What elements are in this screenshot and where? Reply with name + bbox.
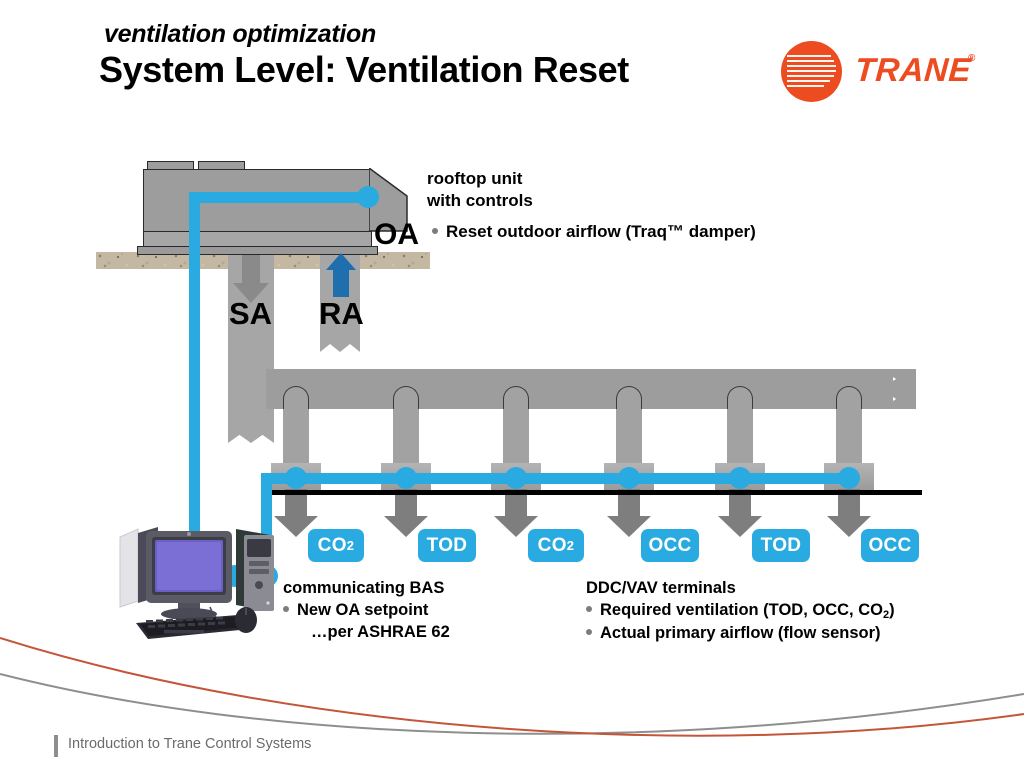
ddc-bullet-1-post: ) — [889, 600, 895, 619]
bas-notes-column: communicating BAS New OA setpoint …per A… — [283, 578, 450, 644]
oa-reset-callout: Reset outdoor airflow (Traq™ damper) — [432, 222, 756, 242]
ddc-bullet-2-text: Actual primary airflow (flow sensor) — [600, 623, 881, 642]
trane-logo-mark — [781, 41, 842, 102]
vav-inlet-duct — [283, 409, 309, 469]
control-node-vav — [729, 467, 751, 489]
communication-bus-line — [270, 490, 922, 495]
terminal-badge-label: TOD — [426, 534, 468, 556]
outdoor-air-label: OA — [374, 218, 419, 251]
return-air-arrow-icon — [326, 253, 356, 297]
control-wire-bus-run — [261, 473, 856, 484]
control-node-vav — [395, 467, 417, 489]
ddc-bullet-1-sub: 2 — [882, 608, 890, 621]
terminal-badge[interactable]: TOD — [418, 529, 476, 562]
terminal-badge-subscript: 2 — [346, 538, 355, 553]
registered-trademark-icon: ® — [968, 53, 976, 64]
bas-heading: communicating BAS — [283, 579, 445, 597]
bas-workstation-icon — [119, 527, 274, 639]
terminal-badge[interactable]: OCC — [641, 529, 699, 562]
footer-accent-bar — [54, 735, 58, 757]
bullet-icon — [283, 606, 289, 613]
rooftop-unit-curb — [137, 246, 378, 255]
ddc-bullet-1: Required ventilation (TOD, OCC, CO2) — [586, 600, 895, 623]
bas-bullet-1-continuation: …per ASHRAE 62 — [311, 622, 450, 641]
discharge-air-arrow-icon — [494, 489, 538, 537]
bas-bullet-1-text: New OA setpoint — [297, 600, 429, 619]
slide-kicker: ventilation optimization — [104, 20, 376, 48]
oa-reset-text: Reset outdoor airflow (Traq™ damper) — [446, 222, 756, 241]
terminal-badge-label: OCC — [648, 534, 692, 556]
control-node-vav — [285, 467, 307, 489]
control-node-vav — [618, 467, 640, 489]
vav-inlet-duct — [393, 409, 419, 469]
terminal-badge-label: CO — [537, 534, 567, 556]
discharge-air-arrow-icon — [607, 489, 651, 537]
rtu-top-hump-left — [147, 161, 194, 171]
supply-air-duct-break — [228, 425, 274, 443]
rtu-callout-line-1: rooftop unit — [427, 169, 523, 188]
return-air-label: RA — [319, 296, 364, 331]
vav-inlet-duct — [727, 409, 753, 469]
main-supply-duct — [266, 369, 893, 409]
vav-inlet-duct — [503, 409, 529, 469]
discharge-air-arrow-icon — [384, 489, 428, 537]
ddc-bullet-2: Actual primary airflow (flow sensor) — [586, 623, 895, 645]
terminal-badge[interactable]: TOD — [752, 529, 810, 562]
bullet-icon — [586, 606, 592, 613]
trane-logo-wordmark: TRANE — [853, 51, 973, 88]
rtu-top-hump-right — [198, 161, 245, 171]
terminal-badge-label: TOD — [760, 534, 802, 556]
bullet-icon — [432, 228, 438, 235]
discharge-air-arrow-icon — [827, 489, 871, 537]
discharge-air-arrow-icon — [274, 489, 318, 537]
vav-inlet-duct — [836, 409, 862, 469]
ddc-heading: DDC/VAV terminals — [586, 579, 736, 597]
control-node-vav — [838, 467, 860, 489]
supply-air-label: SA — [229, 296, 273, 331]
control-wire-bas-riser — [261, 473, 272, 582]
control-wire-rtu-drop — [189, 192, 200, 582]
rtu-callout: rooftop unit with controls — [427, 168, 533, 212]
oa-hood-icon — [369, 168, 408, 232]
discharge-air-arrow-icon — [718, 489, 762, 537]
decorative-swoosh — [0, 637, 1024, 737]
bullet-icon — [586, 628, 592, 635]
terminal-badge-label: CO — [317, 534, 347, 556]
supply-air-arrow-icon — [233, 255, 269, 303]
page-title: System Level: Ventilation Reset — [99, 49, 629, 90]
footer-label: Introduction to Trane Control Systems — [68, 736, 312, 752]
terminal-badge-subscript: 2 — [566, 538, 575, 553]
ddc-bullet-1-pre: Required ventilation (TOD, OCC, CO — [600, 600, 883, 619]
terminal-badge-label: OCC — [868, 534, 912, 556]
vav-inlet-duct — [616, 409, 642, 469]
control-wire-rtu-top — [189, 192, 366, 203]
terminal-badge[interactable]: OCC — [861, 529, 919, 562]
rtu-callout-line-2: with controls — [427, 190, 533, 210]
ddc-notes-column: DDC/VAV terminals Required ventilation (… — [586, 578, 895, 645]
control-node-vav — [505, 467, 527, 489]
return-air-duct-break — [320, 336, 360, 352]
trane-logo: TRANE ® — [781, 41, 981, 103]
bas-bullet-1: New OA setpoint — [283, 600, 450, 622]
control-node-rtu — [357, 186, 379, 208]
